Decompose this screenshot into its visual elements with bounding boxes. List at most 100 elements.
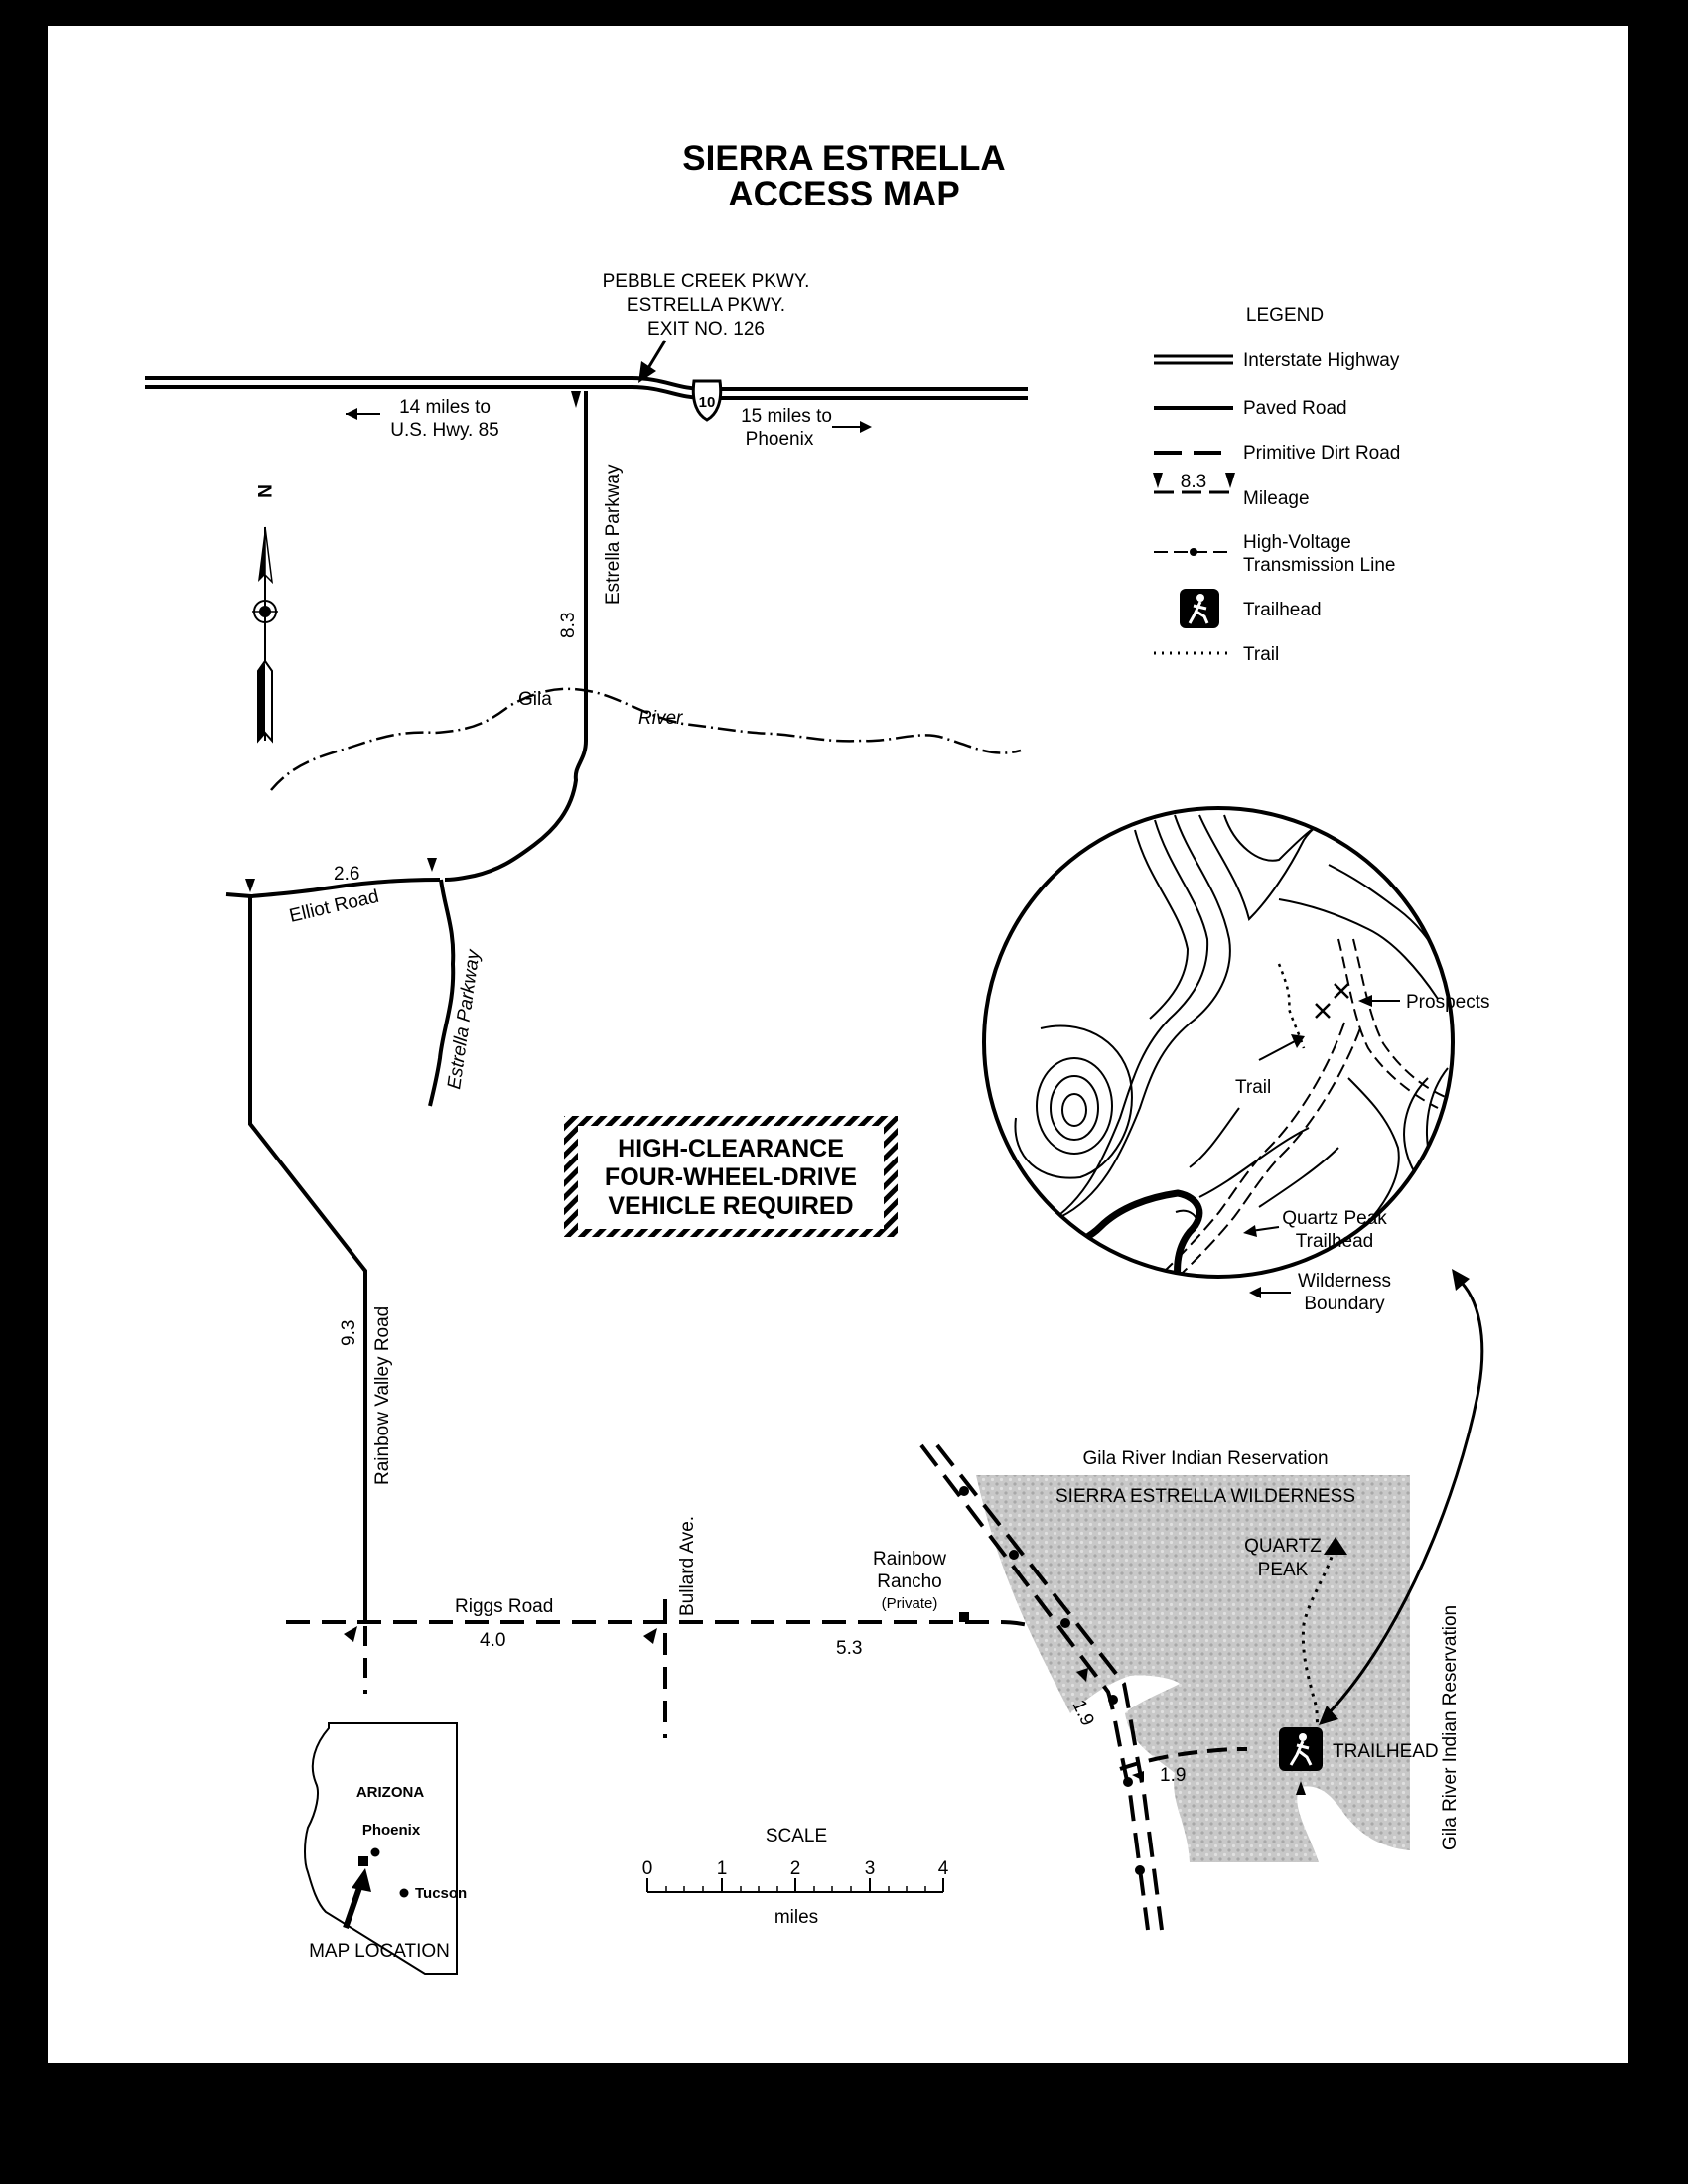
west-distance: 14 miles to U.S. Hwy. 85 (346, 397, 499, 441)
bullard-ave-label: Bullard Ave. (677, 1516, 698, 1616)
reservation-side-label: Gila River Indian Reservation (1440, 1605, 1461, 1850)
east-distance: 15 miles to Phoenix (741, 406, 872, 450)
west-distance-line2: U.S. Hwy. 85 (390, 420, 498, 441)
legend-mileage-sample: 8.3 (1181, 472, 1206, 492)
rainbow-valley-road-label: Rainbow Valley Road (372, 1306, 393, 1485)
scale-tick-3: 3 (865, 1858, 876, 1879)
legend-dirt-road: Primitive Dirt Road (1243, 443, 1400, 464)
inset-wilderness-boundary-1: Wilderness (1298, 1271, 1391, 1292)
legend-mileage: Mileage (1243, 488, 1310, 509)
inset-prospects: Prospects (1406, 992, 1489, 1013)
warning-line2: FOUR-WHEEL-DRIVE (605, 1163, 857, 1191)
exit-label-line1: PEBBLE CREEK PKWY. (603, 271, 810, 292)
elliot-road (225, 878, 441, 899)
mileage-riggs-west: 4.0 (480, 1630, 505, 1651)
phoenix-label: Phoenix (362, 1822, 421, 1839)
transmission-line (919, 1443, 1164, 1931)
legend-interstate: Interstate Highway (1243, 350, 1400, 371)
wilderness-area (976, 1475, 1410, 1862)
scale-unit: miles (774, 1907, 818, 1928)
legend-high-voltage: High-Voltage (1243, 532, 1351, 553)
trailhead-label: TRAILHEAD (1333, 1741, 1439, 1762)
map-location-label: MAP LOCATION (309, 1941, 450, 1962)
west-distance-line1: 14 miles to (399, 397, 491, 418)
rancho-line1: Rainbow (873, 1549, 946, 1570)
map-title-line2: ACCESS MAP (728, 175, 959, 213)
east-distance-line2: Phoenix (746, 429, 814, 450)
inset-quartz-peak-trailhead-2: Trailhead (1296, 1231, 1374, 1252)
warning-line1: HIGH-CLEARANCE (618, 1135, 844, 1162)
mileage-tick-icon (643, 1628, 657, 1644)
scale-title: SCALE (766, 1826, 827, 1846)
mileage-tick-icon (1076, 1668, 1088, 1682)
gila-river (270, 687, 1022, 791)
mileage-tick-icon (245, 879, 255, 892)
rancho-line3: (Private) (882, 1595, 938, 1612)
mileage-tick-icon (427, 858, 437, 872)
rancho-building-icon (959, 1612, 969, 1622)
map-title-line1: SIERRA ESTRELLA (682, 139, 1005, 178)
access-map: SIERRA ESTRELLA ACCESS MAP PEBBLE CREEK … (145, 139, 1489, 1975)
mileage-tick-icon (1132, 1771, 1144, 1781)
legend-title: LEGEND (1246, 305, 1324, 326)
scale-bar: SCALE 0 1 2 3 4 miles (642, 1826, 949, 1928)
scale-tick-4: 4 (938, 1858, 949, 1879)
exit-label-line2: ESTRELLA PKWY. (627, 295, 785, 316)
phoenix-dot (370, 1847, 380, 1857)
quartz-peak-line2: PEAK (1258, 1560, 1309, 1580)
quartz-peak-icon (1324, 1537, 1347, 1555)
estrella-parkway-south (428, 879, 456, 1107)
interstate-shield-number: 10 (699, 394, 716, 411)
mileage-tick-icon (571, 391, 581, 408)
legend-trailhead: Trailhead (1243, 600, 1322, 620)
river-label-word1: Gila (518, 689, 552, 710)
rainbow-valley-road (248, 896, 367, 1622)
estrella-parkway-road (444, 391, 588, 882)
arrowhead-icon (1319, 1706, 1338, 1725)
mileage-rainbow-valley: 9.3 (339, 1320, 359, 1346)
warning-line3: VEHICLE REQUIRED (608, 1192, 853, 1220)
quartz-peak-line1: QUARTZ (1244, 1536, 1322, 1557)
scale-tick-2: 2 (790, 1858, 801, 1879)
east-distance-line1: 15 miles to (741, 406, 832, 427)
mileage-tick-icon (344, 1626, 357, 1642)
interstate-10-shield-icon: 10 (691, 379, 723, 422)
trailhead-spur-road (1119, 1747, 1247, 1771)
north-letter: N (253, 484, 274, 498)
arizona-locator: ARIZONA Phoenix Tucson MAP LOCATION (304, 1722, 467, 1975)
riggs-road-label: Riggs Road (455, 1596, 553, 1617)
estrella-parkway-south-label: Estrella Parkway (444, 947, 485, 1091)
wilderness-label: SIERRA ESTRELLA WILDERNESS (1055, 1486, 1355, 1507)
map-sheet: SIERRA ESTRELLA ACCESS MAP PEBBLE CREEK … (48, 26, 1628, 2063)
north-arrow-icon: N (252, 484, 278, 744)
inset-quartz-peak-trailhead-1: Quartz Peak (1282, 1208, 1387, 1229)
river-label-word2: River (638, 708, 683, 729)
legend: LEGEND Interstate Highway Paved Road Pri… (1153, 305, 1400, 665)
tucson-dot (399, 1888, 409, 1898)
scale-tick-1: 1 (717, 1858, 728, 1879)
mileage-trailhead-spur: 1.9 (1160, 1765, 1186, 1786)
legend-transmission-line: Transmission Line (1243, 555, 1395, 576)
mileage-elliot: 2.6 (334, 864, 359, 885)
warning-box: HIGH-CLEARANCE FOUR-WHEEL-DRIVE VEHICLE … (564, 1116, 898, 1237)
scale-tick-0: 0 (642, 1858, 653, 1879)
mileage-tick-icon (1296, 1781, 1306, 1795)
mileage-riggs-east: 5.3 (836, 1638, 862, 1659)
inset-map: Prospects Trail Quartz Peak Trailhead Wi… (982, 806, 1489, 1314)
map-location-marker (358, 1856, 368, 1866)
legend-paved-road: Paved Road (1243, 398, 1347, 419)
rancho-line2: Rancho (877, 1571, 942, 1592)
inset-wilderness-boundary-2: Boundary (1304, 1294, 1385, 1314)
exit-label: PEBBLE CREEK PKWY. ESTRELLA PKWY. EXIT N… (603, 271, 810, 383)
mileage-estrella-north: 8.3 (558, 613, 579, 638)
legend-trailhead-icon (1180, 589, 1219, 628)
estrella-parkway-label: Estrella Parkway (603, 464, 624, 605)
arrowhead-icon (1452, 1269, 1470, 1291)
tucson-label: Tucson (415, 1885, 467, 1902)
inset-link-arrow (1327, 1277, 1484, 1715)
inset-trail: Trail (1235, 1077, 1271, 1098)
reservation-top-label: Gila River Indian Reservation (1082, 1448, 1328, 1469)
exit-label-line3: EXIT NO. 126 (647, 319, 765, 340)
riggs-road (286, 1620, 1056, 1631)
